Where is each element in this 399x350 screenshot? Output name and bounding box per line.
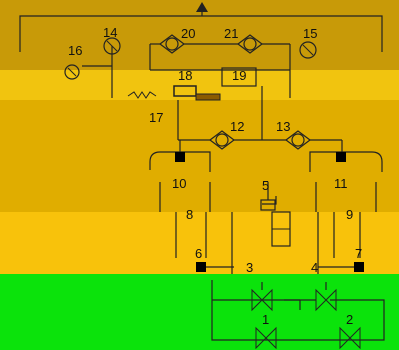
gauge-16-icon xyxy=(64,64,80,80)
bottom-valves xyxy=(211,280,385,350)
gauge-14-icon xyxy=(103,37,121,55)
label-8: 8 xyxy=(186,207,193,222)
cylinder-group xyxy=(149,151,383,212)
port-7-icon xyxy=(354,262,364,272)
label-5: 5 xyxy=(262,178,269,193)
label-15: 15 xyxy=(303,26,317,41)
label-18: 18 xyxy=(178,68,192,83)
label-17: 17 xyxy=(149,110,163,125)
valve-2-icon xyxy=(339,326,361,350)
mid-components xyxy=(127,67,263,140)
label-9: 9 xyxy=(346,207,353,222)
label-16: 16 xyxy=(68,43,82,58)
label-7: 7 xyxy=(355,246,362,261)
upper-row xyxy=(64,34,317,98)
label-14: 14 xyxy=(103,25,117,40)
gauge-15-icon xyxy=(299,41,317,59)
check-valve-row xyxy=(178,130,343,152)
spring-17-icon xyxy=(127,91,157,99)
heat-exchanger-18b-icon xyxy=(195,93,221,101)
port-10-icon xyxy=(175,152,185,162)
label-12: 12 xyxy=(230,119,244,134)
port-6-icon xyxy=(196,262,206,272)
label-3: 3 xyxy=(246,260,253,275)
label-4: 4 xyxy=(311,260,318,275)
valve-3-icon xyxy=(251,288,273,312)
label-11: 11 xyxy=(334,176,348,191)
label-1: 1 xyxy=(262,312,269,327)
background-band-bottom xyxy=(0,274,399,350)
filter-18-icon xyxy=(173,85,197,97)
valve-1-icon xyxy=(255,326,277,350)
background-band-upper-body xyxy=(0,100,399,212)
label-6: 6 xyxy=(195,246,202,261)
top-frame xyxy=(19,2,383,52)
label-2: 2 xyxy=(346,312,353,327)
label-21: 21 xyxy=(224,26,238,41)
label-10: 10 xyxy=(172,176,186,191)
port-11-icon xyxy=(336,152,346,162)
label-19: 19 xyxy=(232,68,246,83)
lower-section xyxy=(175,211,364,274)
component-5-icon xyxy=(260,199,276,211)
label-20: 20 xyxy=(181,26,195,41)
output-arrow-icon xyxy=(196,2,208,12)
label-13: 13 xyxy=(276,119,290,134)
valve-19-icon xyxy=(221,67,257,87)
